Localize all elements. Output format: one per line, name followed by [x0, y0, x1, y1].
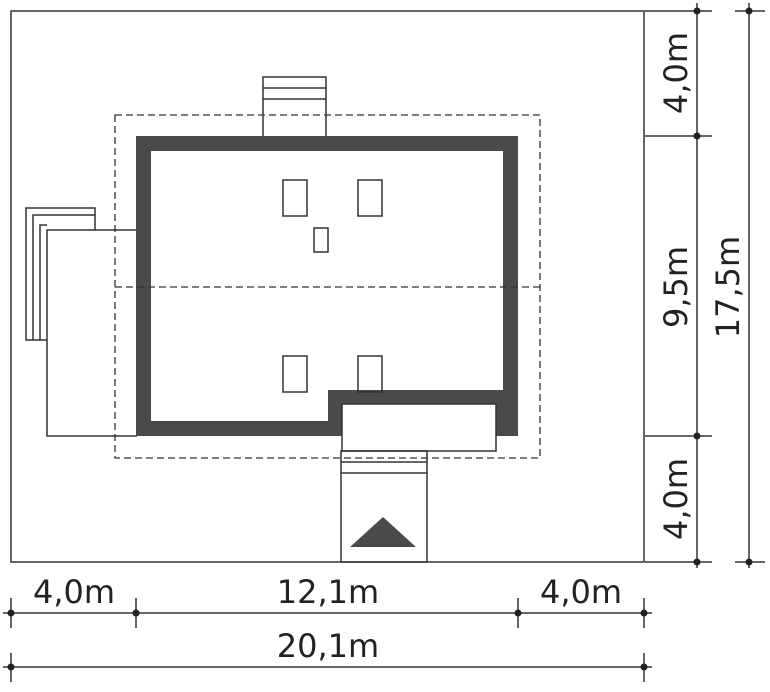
plot-boundary [10, 10, 645, 563]
triangle-entrance-arrow-icon [350, 517, 416, 547]
entrance-porch [341, 403, 497, 452]
bottom-total-dimension [3, 653, 652, 682]
dim-bottom-right-label: 4,0m [540, 573, 622, 611]
dim-bottom-left-label: 4,0m [33, 573, 115, 611]
dim-bottom-middle-label: 12,1m [277, 573, 379, 611]
bottom-dimension-chain [3, 598, 652, 628]
dim-right-total-label: 17,5m [709, 236, 747, 338]
right-total-dimension [735, 3, 765, 568]
right-dimension-chain [645, 3, 712, 568]
entrance-path [340, 450, 428, 563]
window-marks [282, 179, 383, 393]
house-walls [136, 136, 518, 436]
dim-right-middle-label: 9,5m [657, 246, 695, 328]
dim-bottom-total-label: 20,1m [277, 627, 379, 665]
top-stairs [262, 76, 327, 138]
left-terrace [25, 207, 137, 437]
dim-right-bottom-label: 4,0m [657, 458, 695, 540]
dim-right-top-label: 4,0m [657, 32, 695, 114]
